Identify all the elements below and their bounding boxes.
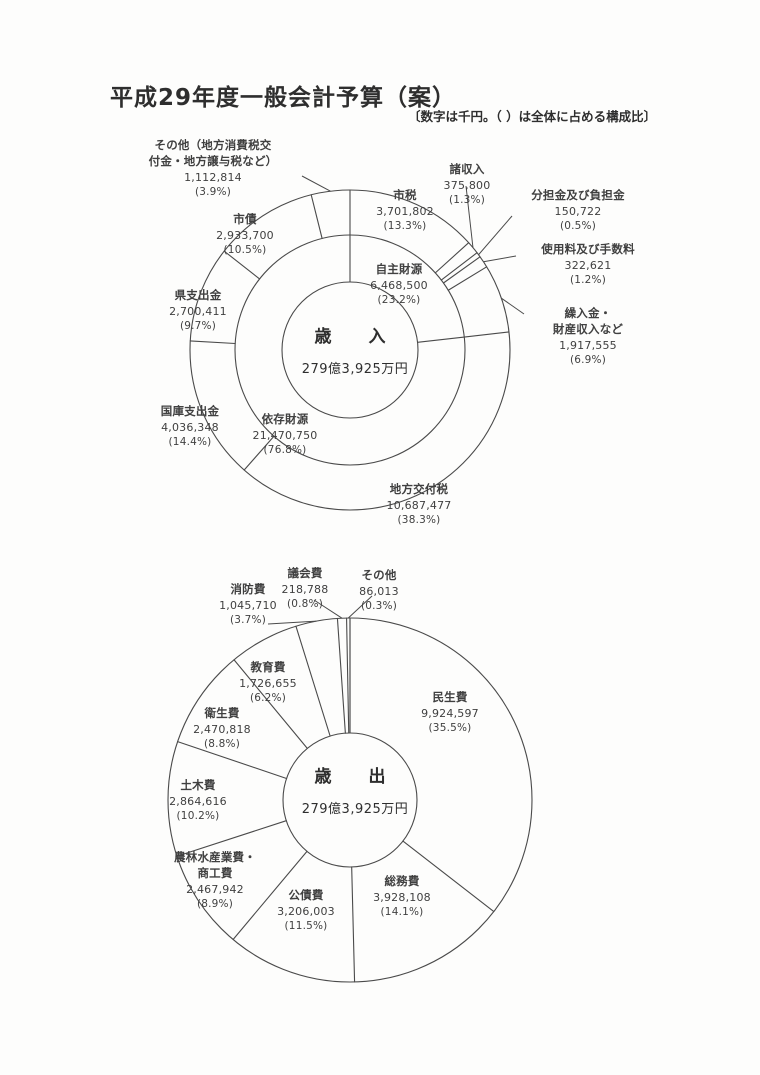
- label-buntankin: 分担金及び負担金 150,722 (0.5%): [531, 188, 625, 233]
- label-eiseihi: 衛生費 2,470,818 (8.8%): [193, 706, 251, 751]
- revenue-center-amount: 279億3,925万円: [301, 362, 409, 377]
- label-shoboihi: 消防費 1,045,710 (3.7%): [219, 582, 277, 627]
- label-kosaihi: 公債費 3,206,003 (11.5%): [277, 888, 335, 933]
- label-minseihi: 民生費 9,924,597 (35.5%): [421, 690, 479, 735]
- label-kokkoshishutsu: 国庫支出金 4,036,348 (14.4%): [160, 404, 220, 449]
- label-kenshishutsu: 県支出金 2,700,411 (9.7%): [169, 288, 227, 333]
- page-title: 平成29年度一般会計予算（案）: [110, 85, 457, 111]
- label-chihokofuzei: 地方交付税 10,687,477 (38.3%): [386, 482, 452, 527]
- label-shiyoryo: 使用料及び手数料 322,621 (1.2%): [541, 242, 635, 287]
- expense-center-amount: 279億3,925万円: [301, 802, 409, 817]
- label-gikaihi: 議会費 218,788 (0.8%): [281, 566, 329, 611]
- label-shizei: 市税 3,701,802 (13.3%): [376, 188, 434, 233]
- label-shoshunyu: 諸収入 375,800 (1.3%): [443, 162, 491, 207]
- label-somuhi: 総務費 3,928,108 (14.1%): [373, 874, 431, 919]
- revenue-chart-svg: [189, 175, 525, 511]
- revenue-pie-chart: その他（地方消費税交 付金・地方譲与税など） 1,112,814 (3.9%) …: [148, 138, 635, 527]
- label-izonzaigen: 依存財源 21,470,750 (76.8%): [252, 412, 318, 457]
- label-shisai: 市債 2,933,700 (10.5%): [216, 212, 274, 257]
- label-sonota-revenue: その他（地方消費税交 付金・地方譲与税など） 1,112,814 (3.9%): [148, 138, 278, 198]
- label-kurinyukin: 繰入金・ 財産収入など 1,917,555 (6.9%): [552, 306, 624, 366]
- label-dobokuhi: 土木費 2,864,616 (10.2%): [169, 778, 227, 823]
- expense-pie-chart: 消防費 1,045,710 (3.7%) 議会費 218,788 (0.8%) …: [0, 540, 760, 1040]
- page-subtitle-note: 〔数字は千円。（ ）は全体に占める構成比〕: [408, 109, 657, 124]
- revenue-center-title: 歳 入: [314, 327, 396, 347]
- label-sonota-expense: その他 86,013 (0.3%): [359, 568, 399, 613]
- expense-chart-svg: [167, 595, 533, 983]
- label-jishuzaigen: 自主財源 6,468,500 (23.2%): [370, 262, 428, 307]
- label-norin-shoko: 農林水産業費・ 商工費 2,467,942 (8.9%): [174, 850, 256, 910]
- label-kyoikuhi: 教育費 1,726,655 (6.2%): [239, 660, 297, 705]
- expense-center-title: 歳 出: [314, 767, 396, 787]
